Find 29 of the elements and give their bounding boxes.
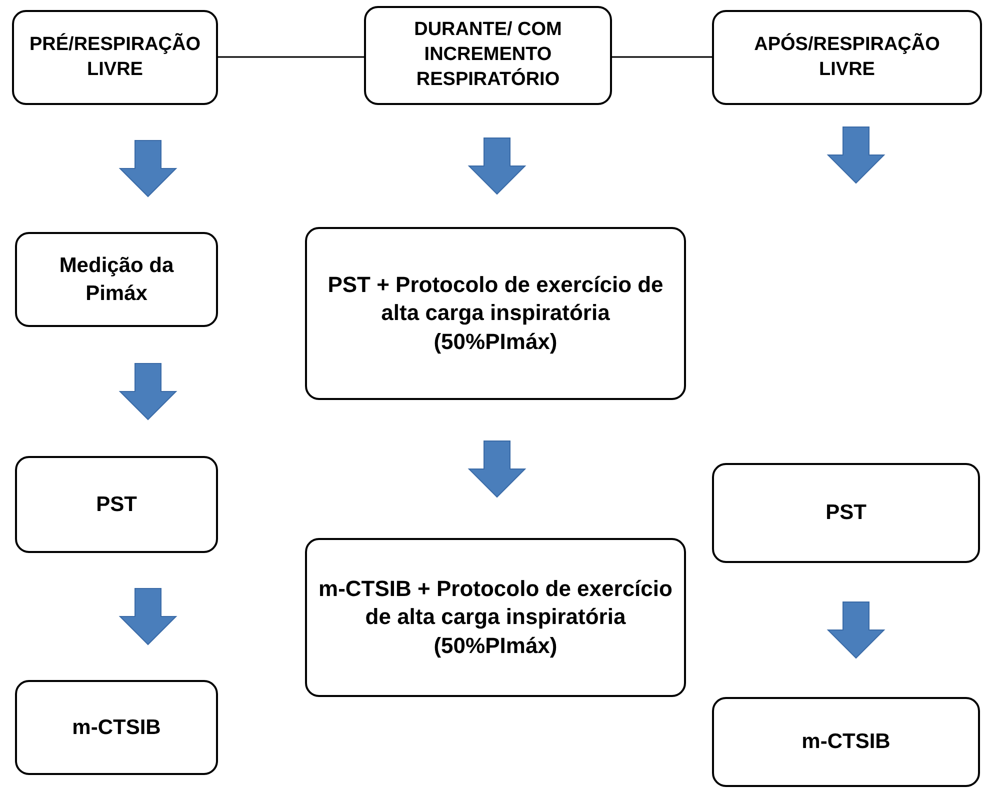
process-box (12, 10, 218, 105)
block-arrow (826, 602, 886, 659)
block-arrow (118, 363, 178, 420)
process-box (305, 538, 686, 697)
connector-line (612, 56, 712, 58)
connector-line (218, 56, 364, 58)
box-label: PST (826, 500, 866, 526)
block-arrow (118, 140, 178, 198)
block-arrow (118, 588, 178, 646)
box-label: PRÉ/RESPIRAÇÃO LIVRE (28, 32, 202, 82)
process-box (712, 10, 982, 105)
box-label: PST (96, 492, 137, 518)
block-arrow (468, 138, 526, 195)
box-label: m-CTSIB (72, 714, 161, 741)
box-label: Medição da Pimáx (58, 253, 175, 306)
process-box (712, 697, 980, 787)
block-arrow (468, 440, 526, 498)
process-box (15, 232, 218, 327)
box-label: m-CTSIB + Protocolo de exercício de alta carga inspiratória (50%PImáx) (318, 574, 674, 660)
box-label: APÓS/RESPIRAÇÃO LIVRE (753, 32, 941, 82)
process-box (15, 456, 218, 553)
process-box (712, 463, 980, 563)
box-label: PST + Protocolo de exercício de alta carga inspiratória (50%PImáx) (326, 270, 664, 356)
process-box (15, 680, 218, 775)
block-arrow (826, 126, 886, 184)
process-box (305, 227, 686, 400)
box-label: DURANTE/ COM INCREMENTO RESPIRATÓRIO (413, 18, 563, 92)
box-label: m-CTSIB (802, 729, 890, 756)
process-box (364, 6, 612, 105)
